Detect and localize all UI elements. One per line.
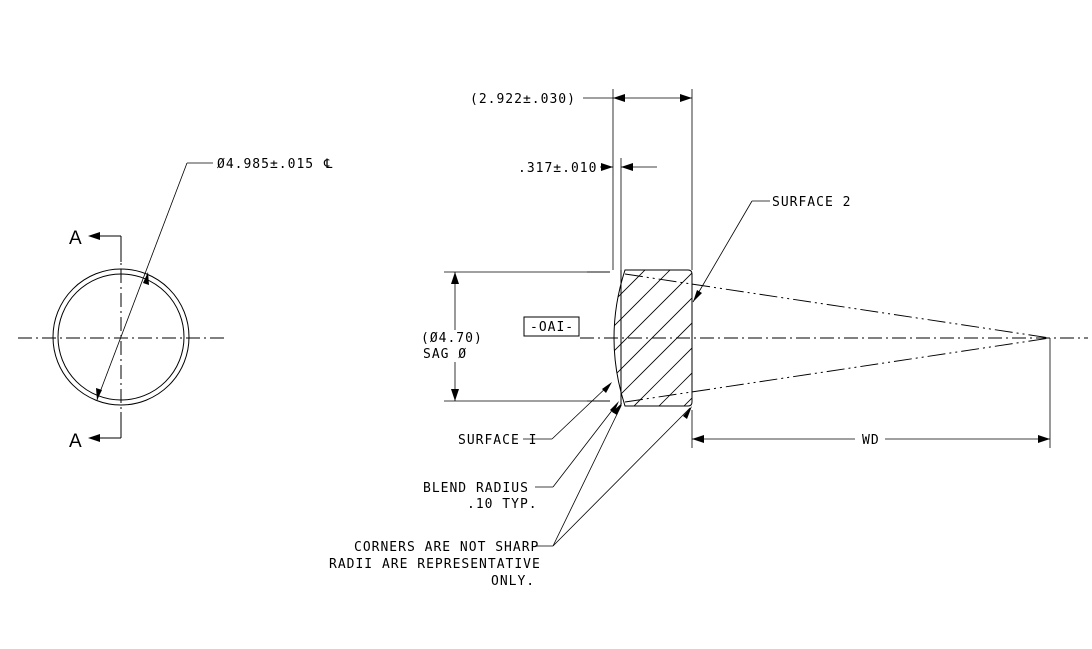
diameter-dimension: Ø4.985±.015 ℄ bbox=[96, 157, 333, 401]
overall-thickness-dimension: (2.922±.030) bbox=[470, 89, 693, 270]
lens-outline bbox=[613, 269, 693, 407]
sag-diameter-caption: SAG Ø bbox=[423, 347, 467, 362]
diameter-arrow-upper bbox=[143, 272, 149, 285]
sag-diameter-value: (Ø4.70) bbox=[421, 331, 483, 346]
working-distance-dimension: WD bbox=[691, 338, 1051, 448]
section-label-bottom: A bbox=[69, 431, 82, 452]
edge-thickness-dimension: .317±.010 bbox=[518, 158, 657, 270]
centerline-symbol: ℄ bbox=[323, 157, 333, 172]
datum-label: -OAI- bbox=[530, 320, 574, 335]
section-arrow-top bbox=[88, 232, 100, 240]
datum-box bbox=[523, 316, 580, 337]
ray-upper bbox=[624, 273, 1051, 339]
overall-thickness-label: (2.922±.030) bbox=[470, 92, 576, 107]
blend-radius-value: .10 TYP. bbox=[467, 497, 538, 512]
ray-lower bbox=[624, 337, 1051, 403]
section-label-top: A bbox=[69, 228, 82, 249]
corners-note-line3: ONLY. bbox=[491, 574, 535, 589]
section-cut-bottom: A bbox=[69, 412, 122, 452]
surface-1-label: SURFACE I bbox=[458, 433, 537, 448]
section-view: (2.922±.030) .317±.010 SURFACE 2 -OAI- bbox=[329, 89, 1088, 589]
diameter-callout: Ø4.985±.015 bbox=[217, 157, 314, 172]
blend-radius-label: BLEND RADIUS bbox=[423, 481, 529, 496]
surface-1-callout: SURFACE I bbox=[458, 382, 612, 448]
front-view: Ø4.985±.015 ℄ A A bbox=[18, 157, 333, 452]
edge-thickness-label: .317±.010 bbox=[518, 161, 597, 176]
lens-inner-circle bbox=[57, 273, 185, 401]
section-cut-top: A bbox=[69, 228, 122, 262]
section-hatching bbox=[614, 270, 692, 406]
corners-note-line1: CORNERS ARE NOT SHARP bbox=[354, 540, 539, 555]
surface-2-label: SURFACE 2 bbox=[772, 195, 851, 210]
surface-2-callout: SURFACE 2 bbox=[692, 195, 851, 303]
diameter-arrow-lower bbox=[96, 388, 102, 400]
datum-feature: -OAI- bbox=[523, 316, 580, 337]
corners-note-callout: CORNERS ARE NOT SHARP RADII ARE REPRESEN… bbox=[329, 403, 692, 589]
blend-radius-callout: BLEND RADIUS .10 TYP. bbox=[423, 401, 619, 512]
working-distance-label: WD bbox=[862, 433, 880, 448]
lens-outer-circle bbox=[52, 268, 190, 406]
corners-note-line2: RADII ARE REPRESENTATIVE bbox=[329, 557, 541, 572]
diameter-leader-line bbox=[96, 162, 188, 401]
sag-diameter-dimension: (Ø4.70) SAG Ø bbox=[421, 271, 610, 402]
lens-cross-section bbox=[613, 269, 693, 407]
section-arrow-bottom bbox=[88, 434, 100, 442]
